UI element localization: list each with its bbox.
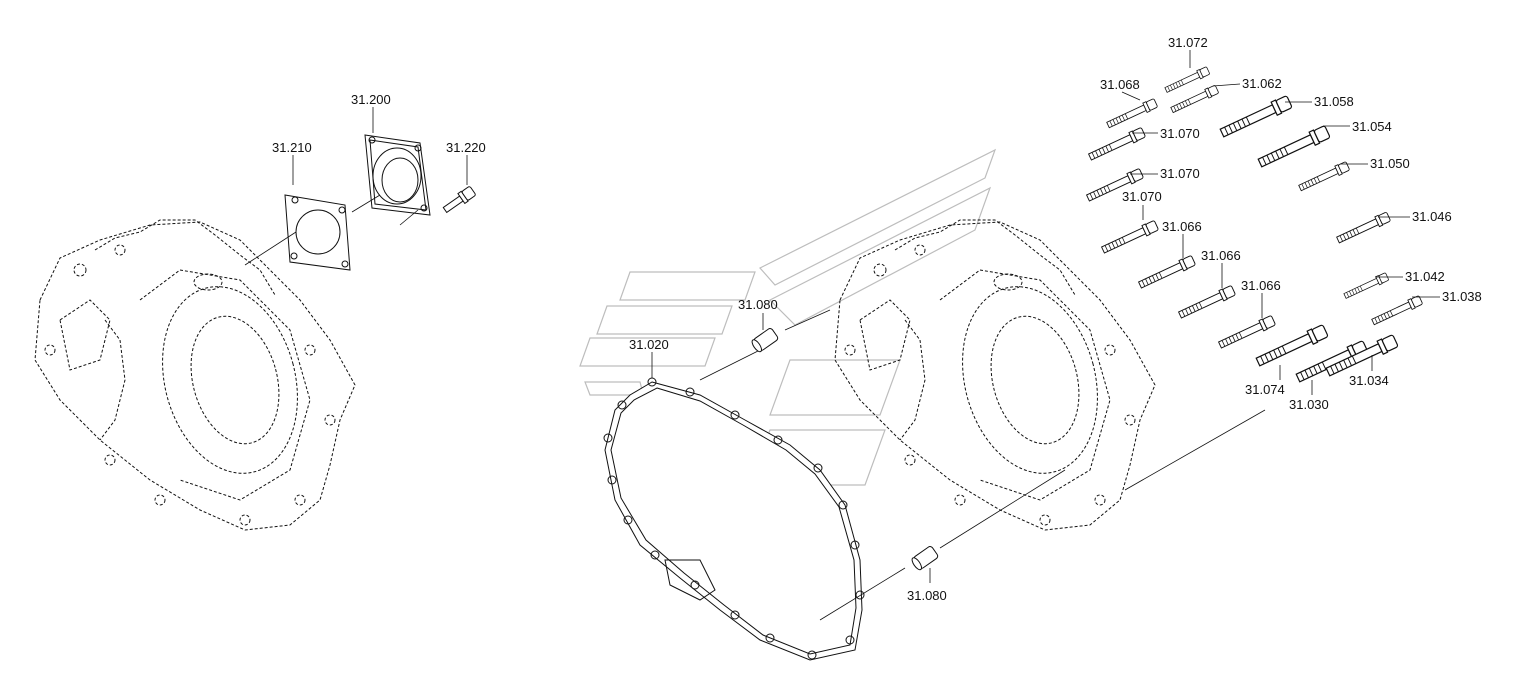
- part-label: 31.220: [446, 140, 486, 155]
- part-label: 31.058: [1314, 94, 1354, 109]
- leader-lines: [292, 50, 1440, 583]
- part-label: 31.038: [1442, 289, 1482, 304]
- part-label: 31.050: [1370, 156, 1410, 171]
- part-label: 31.080: [738, 297, 778, 312]
- part-label: 31.080: [907, 588, 947, 603]
- bolt-31-220: [442, 186, 476, 214]
- flange-gasket-31-210: [244, 194, 351, 271]
- bearing-cover-31-200: [351, 134, 431, 226]
- right-housing: [834, 219, 1156, 531]
- part-label: 31.066: [1241, 278, 1281, 293]
- part-label: 31.066: [1201, 248, 1241, 263]
- part-label: 31.020: [629, 337, 669, 352]
- part-label: 31.070: [1160, 166, 1200, 181]
- part-label: 31.062: [1242, 76, 1282, 91]
- part-label: 31.030: [1289, 397, 1329, 412]
- part-label: 31.054: [1352, 119, 1392, 134]
- dowel-sleeve-top: [751, 328, 779, 353]
- dowel-sleeve-bottom: [911, 546, 939, 571]
- left-housing: [34, 219, 356, 531]
- part-label: 31.034: [1349, 373, 1389, 388]
- part-label: 31.046: [1412, 209, 1452, 224]
- part-label: 31.066: [1162, 219, 1202, 234]
- part-labels: 31.210 31.200 31.220 31.080 31.020 31.08…: [272, 35, 1482, 603]
- part-label: 31.074: [1245, 382, 1285, 397]
- part-label: 31.042: [1405, 269, 1445, 284]
- part-label: 31.070: [1160, 126, 1200, 141]
- part-label: 31.210: [272, 140, 312, 155]
- part-label: 31.068: [1100, 77, 1140, 92]
- part-label: 31.070: [1122, 189, 1162, 204]
- part-label: 31.072: [1168, 35, 1208, 50]
- part-label: 31.200: [351, 92, 391, 107]
- bolts-group: [1085, 65, 1424, 386]
- housing-gasket-31-020: [603, 349, 906, 661]
